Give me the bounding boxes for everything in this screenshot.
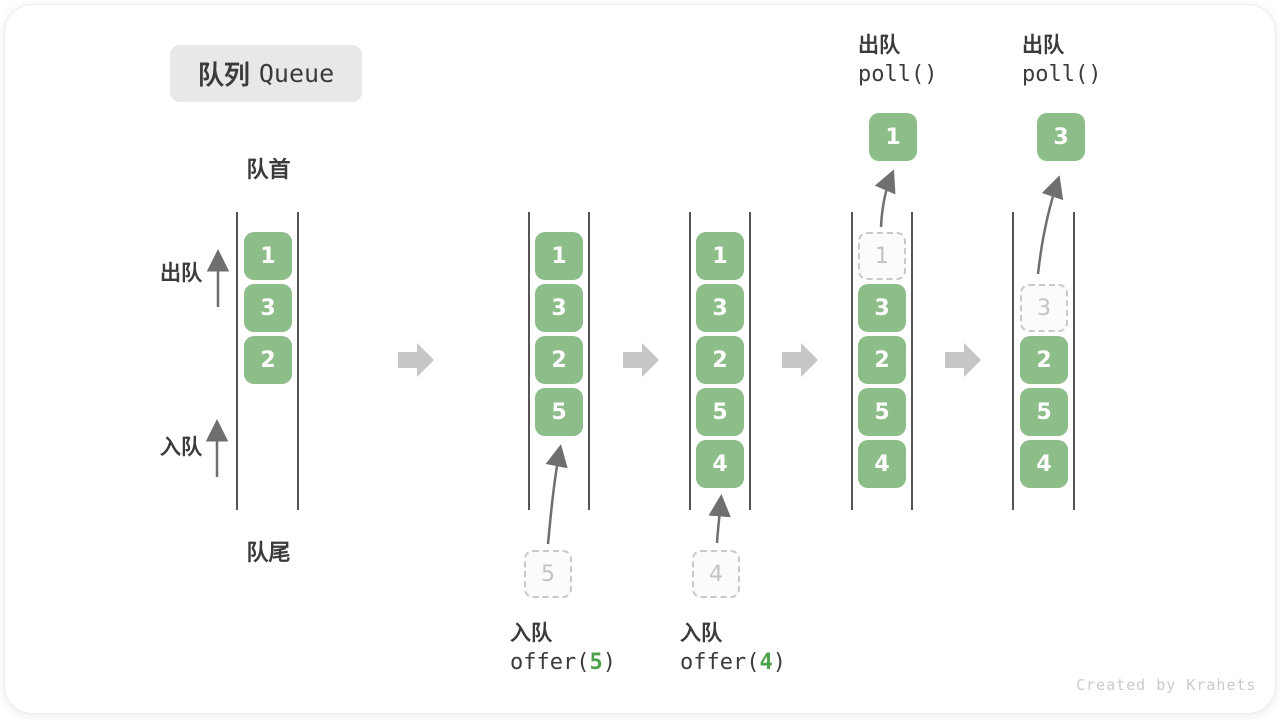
enqueue1-label: 入队 xyxy=(510,622,552,645)
enqueue1-close: ) xyxy=(602,650,616,675)
queue4-popped-cell: 1 xyxy=(869,113,917,161)
dequeue-side-label: 出队 xyxy=(160,262,202,285)
enqueue-side-label: 入队 xyxy=(160,436,202,459)
queue3-right-wall xyxy=(749,212,751,510)
transition-arrow-icon xyxy=(945,343,981,377)
queue5-left-wall xyxy=(1012,212,1014,510)
queue2-pending-cell: 5 xyxy=(524,550,572,598)
queue2-cell: 3 xyxy=(535,284,583,332)
queue4-right-wall xyxy=(911,212,913,510)
queue5-cell: 4 xyxy=(1020,440,1068,488)
queue5-popped-cell: 3 xyxy=(1037,113,1085,161)
queue5-cell: 2 xyxy=(1020,336,1068,384)
queue3-left-wall xyxy=(689,212,691,510)
queue3-cell: 3 xyxy=(696,284,744,332)
queue4-left-wall xyxy=(851,212,853,510)
queue2-right-wall xyxy=(588,212,590,510)
dequeue1-code: poll() xyxy=(858,62,938,87)
queue1-right-wall xyxy=(297,212,299,510)
queue1-left-wall xyxy=(236,212,238,510)
queue5-right-wall xyxy=(1073,212,1075,510)
title-english: Queue xyxy=(258,59,335,88)
queue-rear-label: 队尾 xyxy=(246,540,291,565)
enqueue2-code: offer(4) xyxy=(680,650,786,675)
enqueue1-arg: 5 xyxy=(589,650,603,675)
enqueue2-close: ) xyxy=(772,650,786,675)
queue3-pending-cell: 4 xyxy=(692,550,740,598)
queue1-cell: 1 xyxy=(244,232,292,280)
queue1-cell: 2 xyxy=(244,336,292,384)
queue2-cell: 5 xyxy=(535,388,583,436)
queue3-cell: 2 xyxy=(696,336,744,384)
enqueue1-code: offer(5) xyxy=(510,650,616,675)
transition-arrow-icon xyxy=(398,343,434,377)
queue3-cell: 4 xyxy=(696,440,744,488)
queue3-cell: 1 xyxy=(696,232,744,280)
queue4-removed-cell: 1 xyxy=(858,232,906,280)
queue4-cell: 2 xyxy=(858,336,906,384)
title-chinese: 队列 xyxy=(197,60,250,90)
title-box: 队列 Queue xyxy=(170,45,362,102)
queue4-cell: 4 xyxy=(858,440,906,488)
enqueue1-fn: offer( xyxy=(510,650,590,675)
transition-arrow-icon xyxy=(623,343,659,377)
queue2-cell: 1 xyxy=(535,232,583,280)
queue5-removed-cell: 3 xyxy=(1020,284,1068,332)
queue5-cell: 5 xyxy=(1020,388,1068,436)
queue3-cell: 5 xyxy=(696,388,744,436)
queue4-cell: 5 xyxy=(858,388,906,436)
enqueue2-arg: 4 xyxy=(759,650,773,675)
watermark: Created by Krahets xyxy=(1076,676,1257,694)
dequeue2-code: poll() xyxy=(1022,62,1102,87)
queue-front-label: 队首 xyxy=(246,157,291,182)
enqueue2-label: 入队 xyxy=(680,622,722,645)
dequeue1-label: 出队 xyxy=(858,34,900,57)
queue4-cell: 3 xyxy=(858,284,906,332)
enqueue2-fn: offer( xyxy=(680,650,760,675)
dequeue2-label: 出队 xyxy=(1022,34,1064,57)
queue2-left-wall xyxy=(528,212,530,510)
transition-arrow-icon xyxy=(782,343,818,377)
queue2-cell: 2 xyxy=(535,336,583,384)
queue1-cell: 3 xyxy=(244,284,292,332)
